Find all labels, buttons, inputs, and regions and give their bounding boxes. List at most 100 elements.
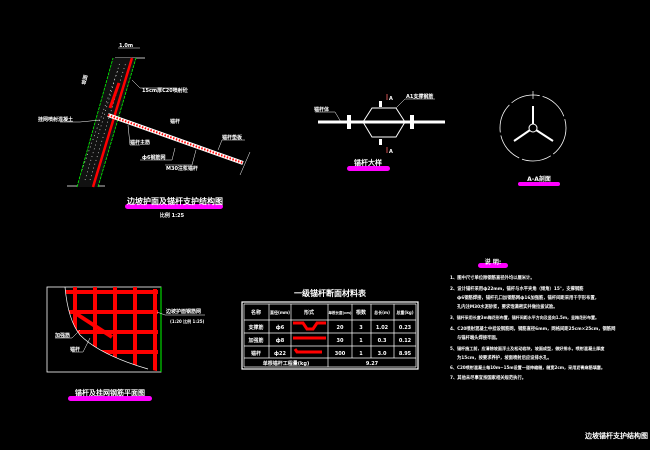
sheet-title: 边坡锚杆支护结构图 bbox=[584, 431, 648, 440]
cell-diameter: ф22 bbox=[274, 350, 286, 357]
note-item: 6、C20喷射混凝土每10m~15m设置一道伸缩缝，缝宽2cm，采用沥青麻筋填塞… bbox=[450, 364, 605, 370]
table-row: 加强筋 ф8 30 1 0.3 0.12 bbox=[247, 336, 412, 344]
mesh-leader bbox=[156, 311, 205, 316]
cell-length: 30 bbox=[337, 338, 344, 344]
slope-section-view: 1.0m 15cm厚C20喷射砼 挂网喷射混凝土 锚杆主筋 ф6钢筋网 M30注… bbox=[38, 43, 251, 219]
reinforce-leader bbox=[55, 329, 81, 339]
notes: 说 明: 1、图中尺寸单位除钢筋直径外均以厘米计。 2、设计锚杆采用ф22mm，… bbox=[450, 258, 616, 381]
plan-title: 锚杆及挂网钢筋平面图 bbox=[75, 388, 145, 397]
support-arms bbox=[513, 106, 554, 142]
header-weight: 总重(kg) bbox=[396, 309, 413, 315]
mesh-scale: (1:20 比例 1:25) bbox=[170, 318, 205, 324]
header-total-length: 总长(m) bbox=[374, 309, 390, 315]
cell-length: 300 bbox=[335, 351, 346, 357]
mesh-label: 挂网喷射混凝土 bbox=[38, 116, 73, 123]
header-count: 根数 bbox=[356, 309, 367, 316]
section-title: 边坡护面及锚杆支护结构图 bbox=[126, 196, 223, 206]
aa-title-bar bbox=[518, 182, 560, 186]
dim-top-label: 1.0m bbox=[119, 43, 133, 49]
grout-label: M30注浆锚杆 bbox=[166, 165, 198, 172]
detail-title: 锚杆大样 bbox=[354, 158, 382, 167]
cell-weight: 8.95 bbox=[399, 351, 412, 357]
note-item: 1、图中尺寸单位除钢筋直径外均以厘米计。 bbox=[450, 274, 535, 281]
mesh-label: 边坡护面钢筋网 bbox=[165, 308, 201, 315]
short-rebar bbox=[108, 82, 121, 109]
note-item: 为15cm，按要求养护，坡面喷射后应设排水孔。 bbox=[457, 354, 552, 361]
table-title: 一级锚杆断面材料表 bbox=[294, 288, 367, 298]
note-item: 孔内注M30水泥砂浆，要求饱满密实并做拉拔试验。 bbox=[457, 303, 558, 310]
footer-value: 9.27 bbox=[366, 361, 379, 367]
rod-label: 锚杆体 bbox=[314, 106, 330, 113]
soil-hatch bbox=[81, 61, 127, 181]
table-grid bbox=[243, 303, 417, 368]
header-name: 名称 bbox=[251, 309, 261, 316]
support-bar-shape bbox=[293, 321, 326, 331]
anchor-bar-shape bbox=[293, 348, 322, 354]
anchor-detail: A A 锚杆体 A1支撑钢筋 锚杆大样 bbox=[314, 93, 445, 171]
support-leader bbox=[395, 98, 435, 109]
material-table: 一级锚杆断面材料表 名称 直径(mm) 形式 单根长度(cm) 根数 总长(m)… bbox=[241, 288, 419, 370]
cell-weight: 0.12 bbox=[399, 338, 412, 344]
note-item: 3、锚杆采用长度3m梅花形布置，锚杆间距水平方向及竖向1.5m，呈梅花形布置。 bbox=[450, 314, 599, 320]
header-form: 形式 bbox=[304, 309, 314, 316]
slope-label: 坡面 bbox=[80, 74, 89, 85]
cell-count: 1 bbox=[359, 338, 363, 344]
table-row: 锚杆 ф22 300 1 3.0 8.95 bbox=[251, 348, 412, 357]
title-bar bbox=[125, 204, 223, 209]
cell-diameter: ф6 bbox=[276, 324, 285, 331]
steel-mesh-label: ф6钢筋网 bbox=[142, 154, 165, 161]
note-item: 7、其他未尽事宜按国家相关规范执行。 bbox=[450, 374, 526, 381]
vertical-rebar bbox=[91, 57, 134, 188]
section-aa: A-A剖面 bbox=[499, 91, 567, 186]
bar-label: 锚杆主筋 bbox=[130, 139, 150, 146]
section-mark-top-label: A bbox=[389, 96, 393, 102]
note-item: ф6钢筋焊接，锚杆孔口加钢筋网ф16加强筋，锚杆间距采用千字形布置， bbox=[457, 294, 599, 301]
notes-title: 说 明: bbox=[485, 258, 502, 266]
anchor-label: 锚杆 bbox=[170, 118, 180, 125]
break-line bbox=[239, 151, 251, 176]
section-scale: 比例 1:25 bbox=[160, 212, 185, 219]
footer-label: 单根锚杆工程量(kg) bbox=[263, 360, 309, 367]
note-item: 与锚杆端头焊接牢固。 bbox=[457, 334, 500, 341]
note-item: 4、C20喷射混凝土中挂设钢筋网，钢筋直径6mm，网格间距25cm×25cm，钢… bbox=[450, 325, 616, 332]
table-frame bbox=[241, 301, 419, 370]
leader-lines bbox=[60, 47, 245, 166]
cell-diameter: ф8 bbox=[276, 337, 285, 344]
section-mark-bottom-label: A bbox=[389, 149, 393, 155]
notes-list: 1、图中尺寸单位除钢筋直径外均以厘米计。 2、设计锚杆采用ф22mm，锚杆与水平… bbox=[450, 274, 616, 381]
anchor-label: 锚杆 bbox=[70, 346, 80, 353]
spacer-blocks bbox=[347, 101, 414, 145]
header-length: 单根长度(cm) bbox=[329, 310, 352, 315]
cell-count: 3 bbox=[359, 325, 363, 331]
slope-curve bbox=[64, 286, 149, 370]
rod-leader bbox=[315, 111, 342, 123]
cell-name: 加强筋 bbox=[247, 337, 263, 344]
header-diameter: 直径(mm) bbox=[270, 309, 290, 315]
anchor-leader bbox=[72, 337, 91, 353]
slope-line-right bbox=[97, 57, 137, 188]
notes-title-bar bbox=[478, 263, 508, 268]
cell-count: 1 bbox=[359, 351, 363, 357]
cell-total-length: 0.3 bbox=[378, 338, 387, 344]
plate-label: 锚杆垫板 bbox=[222, 134, 243, 141]
support-hexagon bbox=[362, 107, 406, 138]
note-item: 5、锚杆施工前，应清除坡面浮土及松动岩块，坡面成型，做好排水，喷射混凝土厚度 bbox=[450, 345, 605, 351]
cell-total-length: 1.02 bbox=[376, 325, 389, 331]
support-label: A1支撑钢筋 bbox=[406, 93, 433, 100]
plan-title-bar bbox=[68, 396, 152, 401]
cell-weight: 0.23 bbox=[399, 325, 412, 331]
aa-title: A-A剖面 bbox=[527, 175, 551, 183]
rebar-grid bbox=[65, 287, 158, 372]
bar-circle bbox=[528, 123, 538, 133]
reinforce-label: 加强筋 bbox=[54, 332, 70, 339]
detail-title-bar bbox=[347, 166, 390, 171]
table-header: 名称 直径(mm) 形式 单根长度(cm) 根数 总长(m) 总重(kg) bbox=[251, 309, 414, 316]
table-row: 支撑筋 ф6 20 3 1.02 0.23 bbox=[247, 321, 412, 331]
note-item: 2、设计锚杆采用ф22mm，锚杆与水平夹角（倾角）15°，支撑钢筋 bbox=[450, 285, 584, 292]
cell-name: 支撑筋 bbox=[247, 324, 263, 331]
cell-name: 锚杆 bbox=[251, 350, 261, 357]
cell-length: 20 bbox=[337, 325, 344, 331]
plan-view: 边坡护面钢筋网 (1:20 比例 1:25) 加强筋 锚杆 锚杆及挂网钢筋平面图 bbox=[46, 286, 205, 401]
anchor-hole bbox=[107, 113, 244, 165]
